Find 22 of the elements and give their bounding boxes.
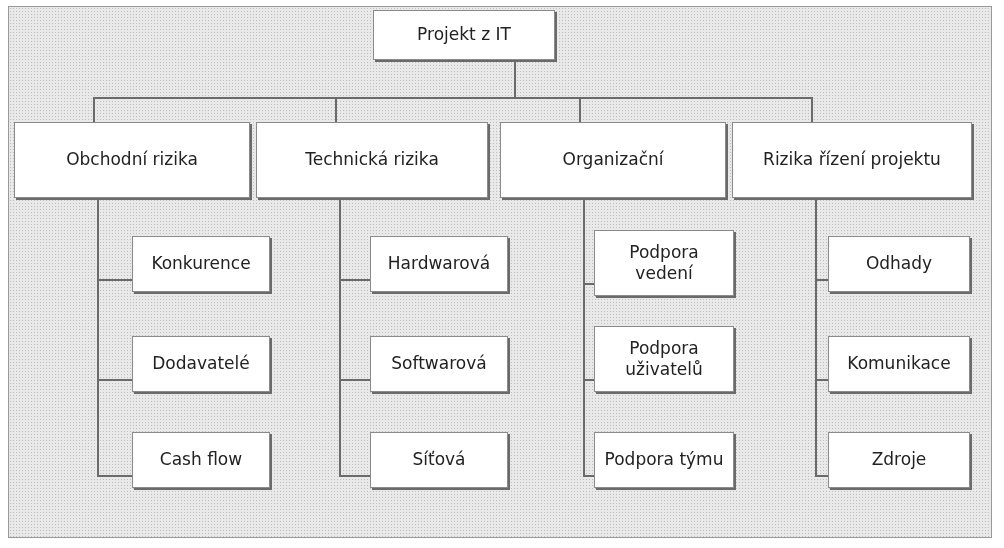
connector-line [97,197,133,477]
subcategory-box: Hardwarová [370,236,508,292]
subcategory-box: Síťová [370,432,508,488]
root-box: Projekt z IT [373,10,555,60]
subcategory-box: Podpora vedení [594,230,734,296]
connector-line [583,197,595,477]
subcategory-box: Odhady [828,236,970,292]
subcategory-box: Softwarová [370,336,508,392]
subcategory-box: Komunikace [828,336,970,392]
category-box: Organizační [500,122,726,198]
subcategory-box: Cash flow [132,432,270,488]
subcategory-box: Zdroje [828,432,970,488]
subcategory-box: Dodavatelé [132,336,270,392]
connector-line [514,59,813,123]
category-box: Technická rizika [256,122,488,198]
category-box: Obchodní rizika [14,122,250,198]
subcategory-box: Podpora uživatelů [594,326,734,392]
connector-line [339,197,371,477]
subcategory-box: Konkurence [132,236,270,292]
connector-line [815,197,829,477]
subcategory-box: Podpora týmu [594,432,734,488]
category-box: Rizika řízení projektu [732,122,972,198]
